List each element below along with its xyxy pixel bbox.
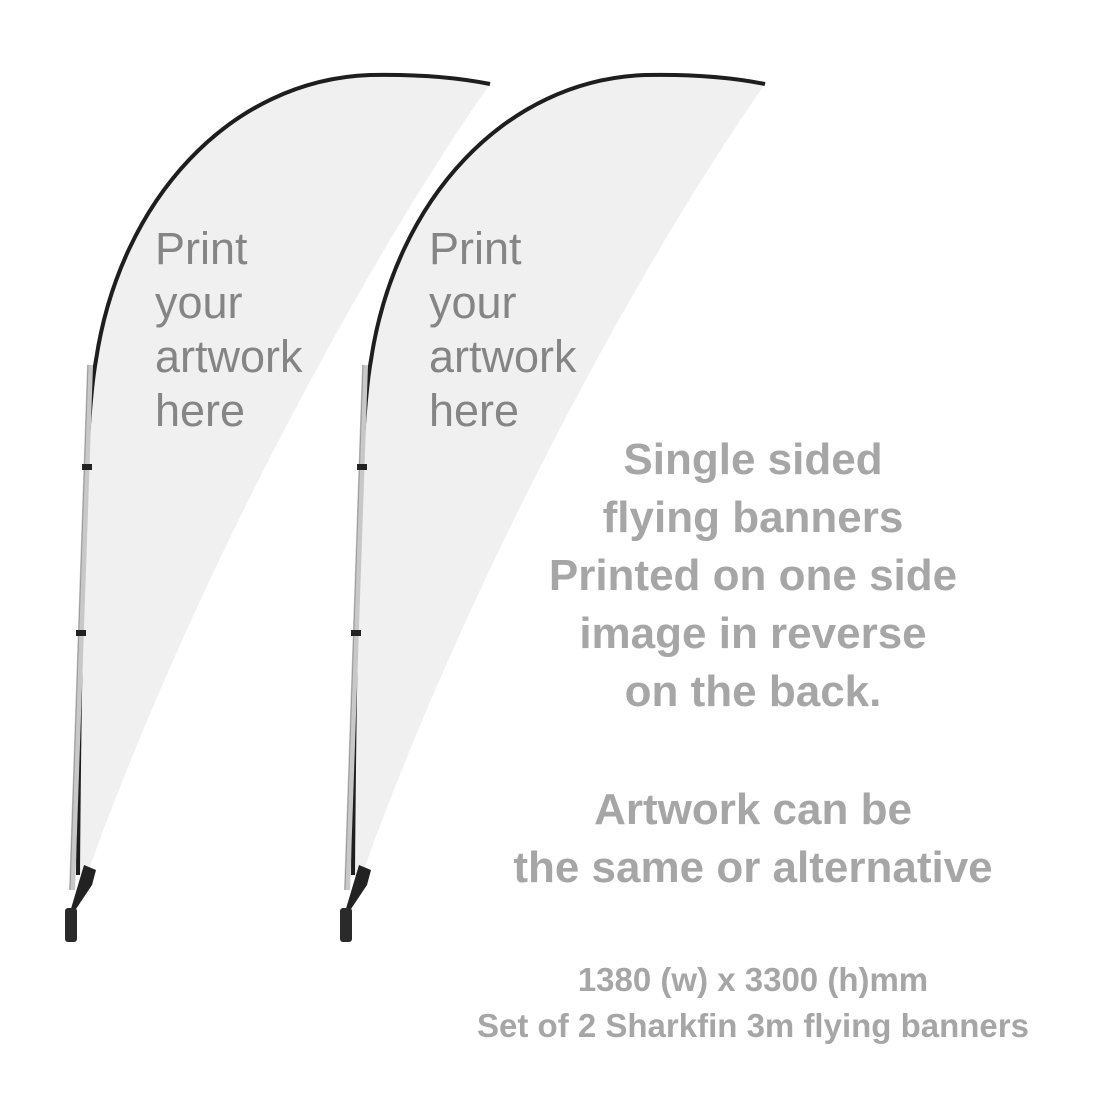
specs: 1380 (w) x 3300 (h)mm Set of 2 Sharkfin … [400,957,1106,1049]
text-line: Single sided [623,435,883,484]
description-block-1: Single sided flying banners Printed on o… [400,431,1106,721]
text-line: on the back. [624,667,882,716]
product-name-text: Set of 2 Sharkfin 3m flying banners [477,1007,1029,1044]
text-line: Print [155,223,248,274]
text-line: Print [429,223,522,274]
text-line: Printed on one side [548,551,958,600]
text-line: here [429,385,520,436]
text-line: Artwork can be [594,785,912,834]
text-line: artwork [155,331,303,382]
dimensions-text: 1380 (w) x 3300 (h)mm [577,961,929,998]
text-line: here [155,385,246,436]
banner-1-text: Print your artwork here [155,222,303,438]
text-line: artwork [429,331,577,382]
text-line: your [155,277,243,328]
banner-2-text: Print your artwork here [429,222,577,438]
text-line: your [429,277,517,328]
text-line: flying banners [602,493,904,542]
description-block-2: Artwork can be the same or alternative [400,781,1106,897]
text-line: image in reverse [579,609,927,658]
text-line: the same or alternative [513,843,993,892]
